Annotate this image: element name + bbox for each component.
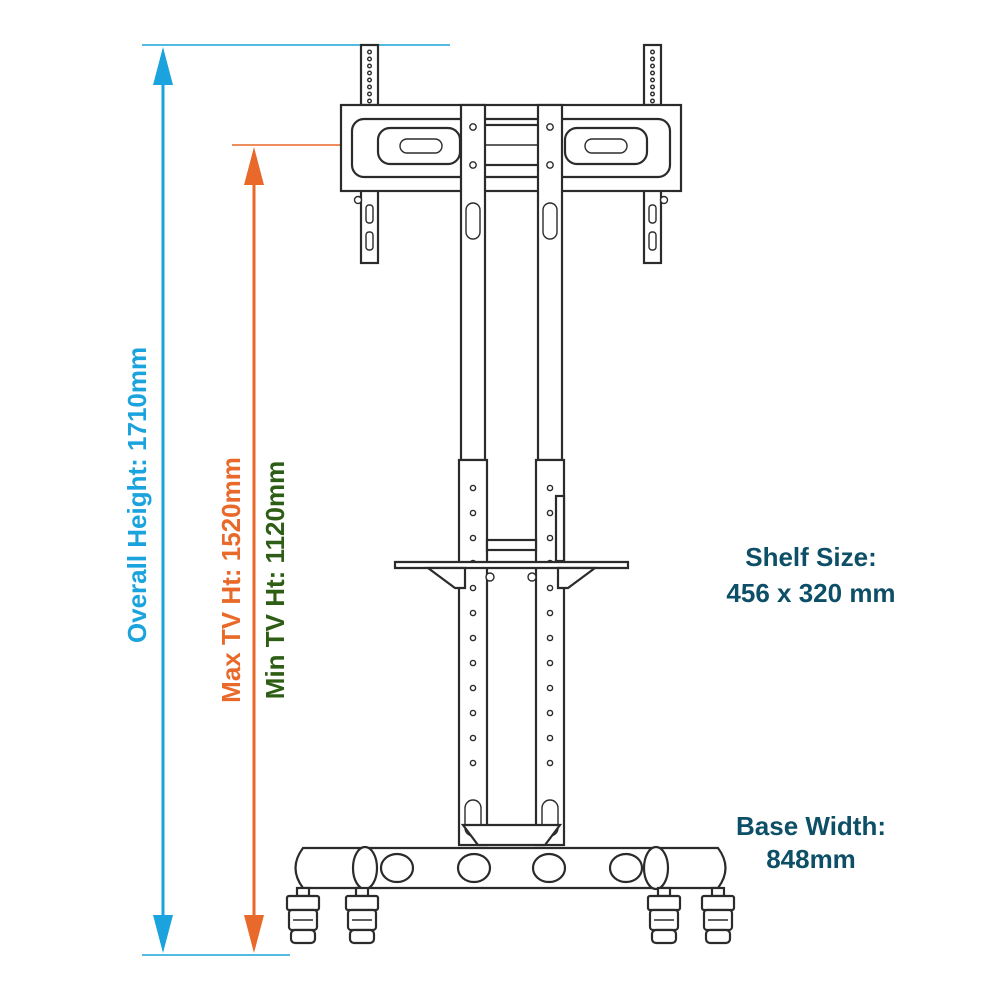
upper-column-right <box>536 103 564 462</box>
overall-height-label: Overall Height: 1710mm <box>122 347 152 643</box>
shelf-size-title: Shelf Size: <box>745 542 876 572</box>
base-width-title: Base Width: <box>736 811 886 841</box>
vesa-bracket-arms <box>353 43 669 265</box>
shelf-size-value: 456 x 320 mm <box>726 578 895 608</box>
min-tv-height-label: Min TV Ht: 1120mm <box>260 461 290 699</box>
column-adjustment-holes <box>469 484 554 767</box>
shelf <box>393 538 630 590</box>
mounting-plate <box>339 103 683 193</box>
base-width-value: 848mm <box>766 844 856 874</box>
overall-height-dimension <box>142 44 450 956</box>
base-tube <box>294 823 727 891</box>
lower-column-left <box>457 458 489 847</box>
upper-column-left <box>459 103 487 462</box>
locking-casters <box>285 886 736 945</box>
max-tv-height-dimension <box>232 144 345 953</box>
max-tv-height-label: Max TV Ht: 1520mm <box>216 457 246 703</box>
lower-column-right <box>534 458 566 847</box>
